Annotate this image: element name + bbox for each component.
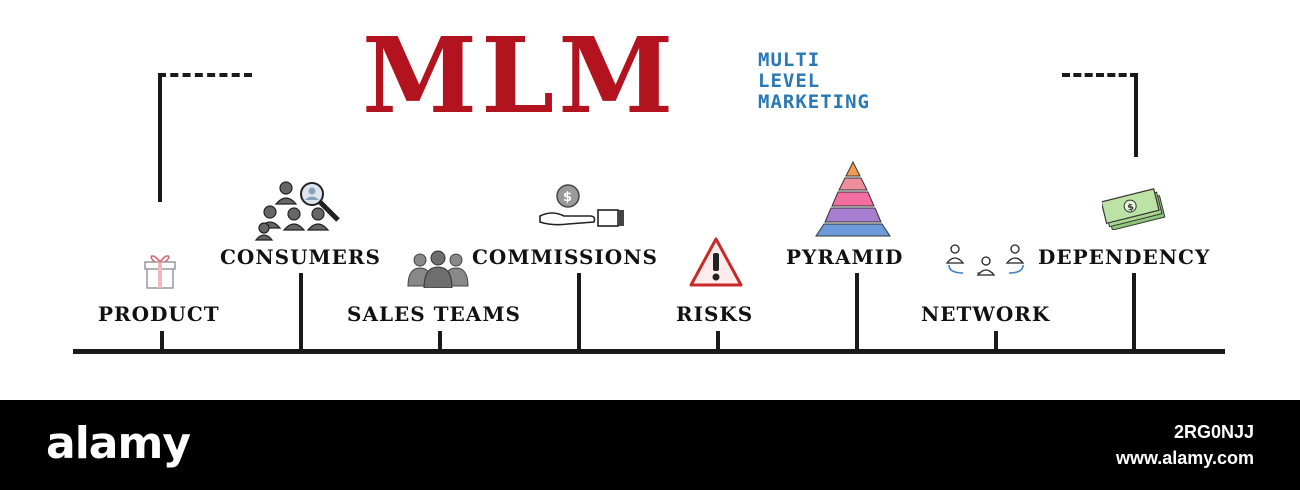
money-stack-icon: $	[1102, 188, 1166, 230]
subtitle-line-1: MULTI	[758, 49, 821, 71]
brand-logo: alamy	[46, 418, 191, 469]
tick-consumers	[299, 273, 303, 351]
tick-product	[160, 331, 164, 351]
tick-pyramid	[855, 273, 859, 351]
label-product: PRODUCT	[98, 302, 220, 326]
label-sales-teams: SALES TEAMS	[347, 302, 521, 326]
image-id-text: 2RG0NJJ	[1173, 422, 1254, 442]
label-dependency: DEPENDENCY	[1038, 245, 1211, 269]
timeline-baseline	[73, 349, 1225, 354]
label-pyramid: PYRAMID	[786, 245, 904, 269]
tick-commissions	[577, 273, 581, 351]
label-risks: RISKS	[676, 302, 754, 326]
warning-triangle-icon	[689, 237, 743, 287]
tick-network	[994, 331, 998, 351]
people-magnifier-icon	[254, 181, 340, 241]
tick-sales-teams	[438, 331, 442, 351]
left-bracket	[158, 73, 252, 202]
tick-dependency	[1132, 273, 1136, 351]
label-network: NETWORK	[921, 302, 1051, 326]
main-title: MLM	[362, 14, 678, 137]
site-url-text: www.alamy.com	[1115, 448, 1254, 468]
svg-text:$: $	[563, 190, 572, 205]
subtitle: MULTI LEVEL MARKETING	[758, 50, 870, 113]
gift-icon	[144, 255, 176, 289]
svg-text:$: $	[1127, 202, 1135, 213]
coin-hand-icon: $	[539, 184, 624, 227]
pyramid-icon	[815, 160, 891, 237]
subtitle-line-2: LEVEL	[758, 70, 821, 92]
subtitle-line-3: MARKETING	[758, 91, 870, 113]
right-bracket	[1062, 73, 1138, 157]
watermark-bar	[0, 400, 1300, 490]
team-icon	[407, 250, 469, 288]
diagram-canvas: MLM MULTI LEVEL MARKETING PRODUCT CONSUM…	[73, 14, 1225, 354]
label-consumers: CONSUMERS	[220, 245, 381, 269]
label-commissions: COMMISSIONS	[472, 245, 658, 269]
tick-risks	[716, 331, 720, 351]
network-icon	[945, 244, 1025, 276]
